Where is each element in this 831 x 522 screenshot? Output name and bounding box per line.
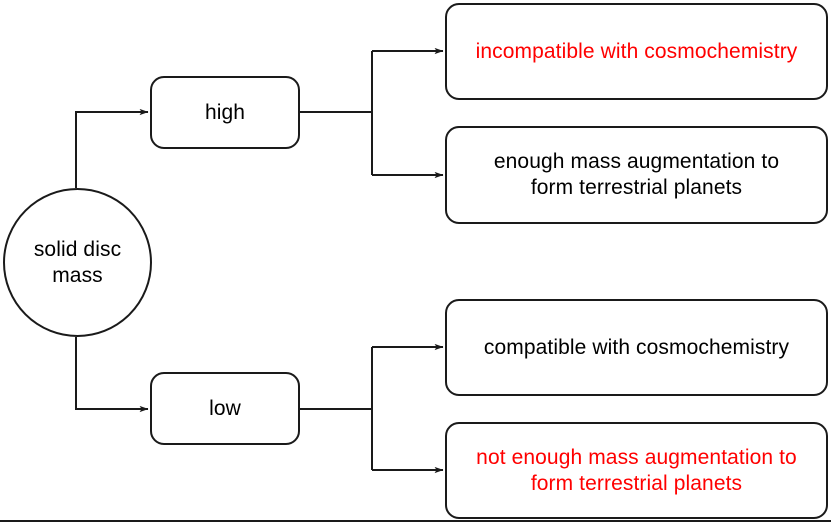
node-outcome-enough-mass-augmentation[interactable]: enough mass augmentation to form terrest… <box>445 126 828 224</box>
node-label-outcome-compatible-cosmochemistry: compatible with cosmochemistry <box>483 335 790 359</box>
node-solid-disc-mass[interactable]: solid disc mass <box>3 188 152 337</box>
node-label-outcome-enough-mass-augmentation: enough mass augmentation to form terrest… <box>493 150 780 199</box>
node-label-outcome-not-enough-mass-augmentation: not enough mass augmentation to form ter… <box>476 445 797 495</box>
node-branch-high[interactable]: high <box>150 76 300 149</box>
node-label-branch-low: low <box>209 396 241 420</box>
node-label-outcome-incompatible-cosmochemistry: incompatible with cosmochemistry <box>475 39 798 63</box>
figure-bottom-rule <box>0 520 831 522</box>
node-label-branch-high: high <box>204 100 246 124</box>
edge-root-to-high <box>75 108 149 188</box>
node-outcome-not-enough-mass-augmentation[interactable]: not enough mass augmentation to form ter… <box>445 422 828 519</box>
node-outcome-compatible-cosmochemistry[interactable]: compatible with cosmochemistry <box>445 299 828 396</box>
edge-root-to-low <box>75 337 149 413</box>
node-label-solid-disc-mass: solid disc mass <box>33 237 122 287</box>
node-outcome-incompatible-cosmochemistry[interactable]: incompatible with cosmochemistry <box>445 3 828 100</box>
node-branch-low[interactable]: low <box>150 372 300 445</box>
